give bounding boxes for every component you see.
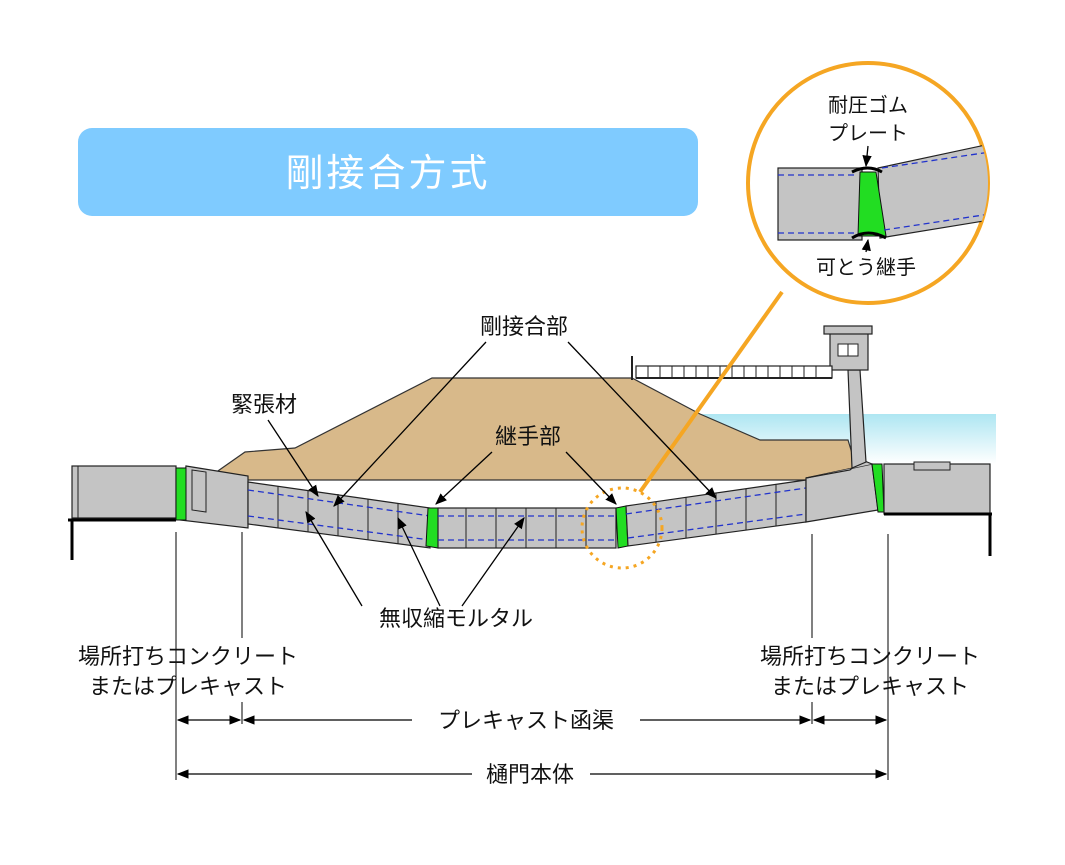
label-grout: 無収縮モルタル — [379, 607, 533, 632]
right-head-block — [805, 459, 885, 523]
joint-part-left — [425, 507, 439, 549]
left-approach-culvert — [68, 465, 177, 560]
dimension-row-1: プレキャスト函渠 — [176, 709, 888, 734]
label-cast-left-2: またはプレキャスト — [89, 675, 287, 700]
service-bridge — [631, 356, 833, 380]
label-flexible-joint: 可とう継手 — [816, 255, 916, 279]
label-rigid-joint: 剛接合部 — [480, 315, 568, 340]
rubber-plate-top — [851, 166, 883, 174]
label-cast-left-1: 場所打ちコンクリート — [78, 645, 298, 670]
detail-flexible-joint — [857, 171, 887, 237]
title-banner: 剛接合方式 — [78, 128, 698, 216]
dimension-row-2: 樋門本体 — [176, 763, 888, 788]
label-sluice-body: 樋門本体 — [486, 763, 574, 788]
detail-callout: 耐圧ゴム プレート 可とう継手 — [746, 61, 990, 305]
label-tendon: 緊張材 — [231, 393, 297, 418]
label-precast-culvert: プレキャスト函渠 — [438, 709, 614, 734]
precast-segments-right — [625, 479, 807, 547]
gate-tower — [823, 325, 873, 469]
left-head-block — [175, 465, 249, 529]
rubber-plate-bottom — [851, 231, 887, 240]
label-rubber-plate-1: 耐圧ゴム — [828, 93, 908, 117]
right-approach-culvert — [883, 461, 992, 556]
label-rubber-plate-2: プレート — [828, 121, 908, 145]
title-background — [78, 128, 698, 216]
joint-highlight-circle — [580, 486, 664, 570]
label-joint-part: 継手部 — [495, 425, 561, 450]
precast-segments-left — [247, 481, 431, 549]
precast-segments-bottom — [437, 507, 617, 549]
callout-line — [638, 290, 784, 494]
page-title: 剛接合方式 — [285, 151, 490, 195]
dimension-verticals — [175, 532, 889, 780]
left-joint-green — [175, 467, 187, 521]
label-cast-right-2: またはプレキャスト — [771, 675, 969, 700]
label-cast-right-1: 場所打ちコンクリート — [760, 645, 980, 670]
